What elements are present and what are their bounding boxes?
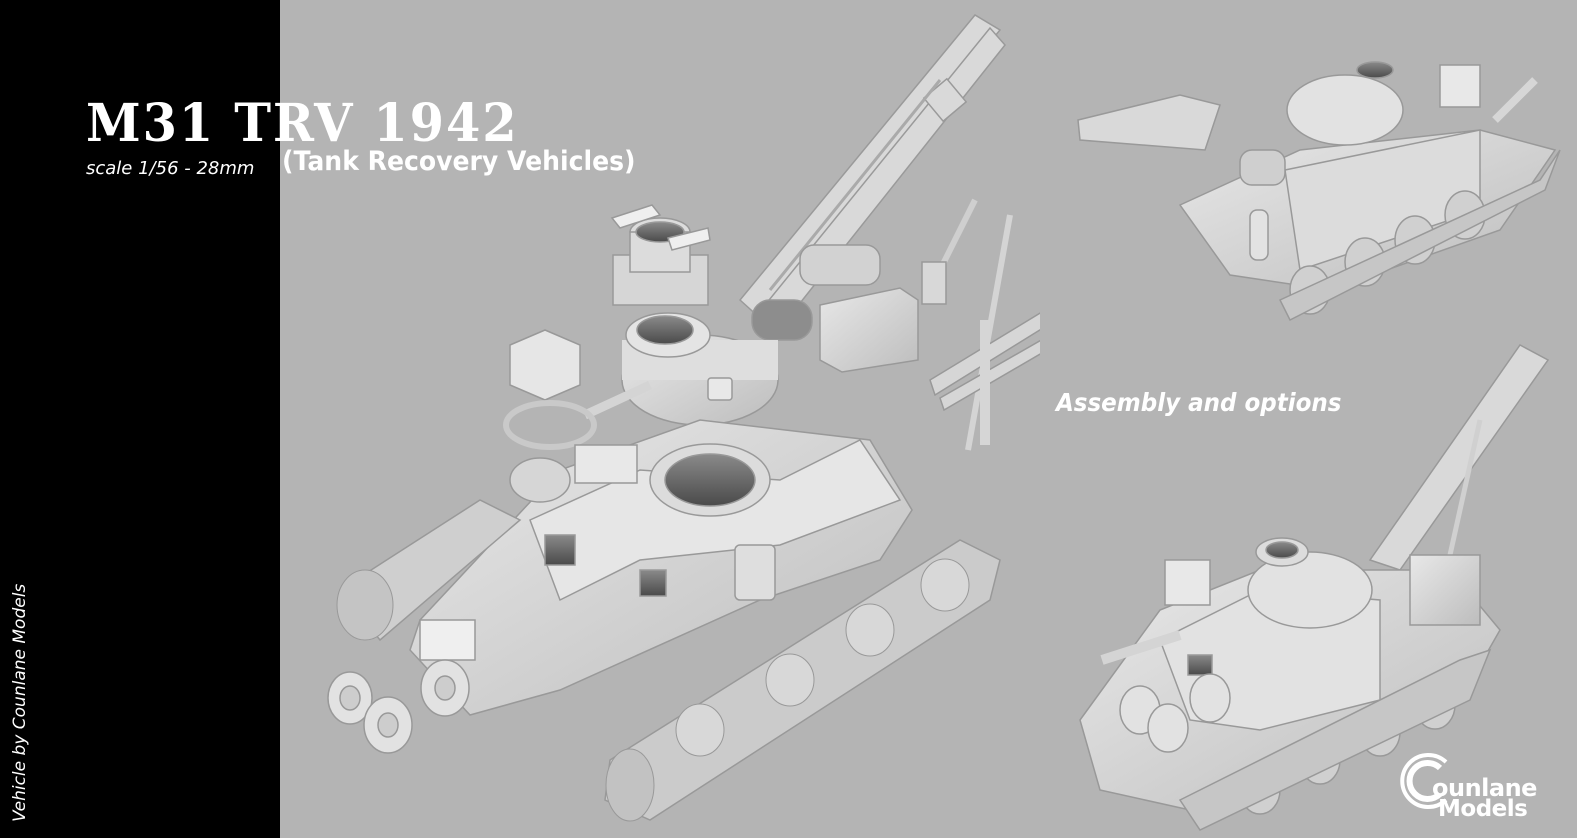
turret <box>1247 551 1373 629</box>
logo-wordmark-line2: Models <box>1438 796 1528 822</box>
track <box>1178 648 1492 831</box>
page-subtitle: (Tank Recovery Vehicles) <box>282 146 636 177</box>
logo-wordmark-line1: ounlane <box>1432 774 1537 802</box>
page-title: M31 TRV 1942 <box>86 93 519 154</box>
counlane-logo: ounlane Models <box>1394 748 1554 830</box>
turret <box>583 312 779 426</box>
tools <box>921 198 1040 451</box>
spare-wheels <box>1119 673 1231 753</box>
scale-label: scale 1/56 - 28mm <box>86 158 255 179</box>
right-track <box>604 539 1001 822</box>
logo-c-icon <box>1400 753 1448 809</box>
turret <box>1286 74 1404 146</box>
front-three-quarter-render <box>1079 344 1550 831</box>
winch-stowage <box>751 244 919 373</box>
exploded-assembly-render <box>327 14 1040 822</box>
left-track <box>336 499 522 642</box>
assembly-caption: Assembly and options <box>1056 388 1342 417</box>
hull <box>342 419 913 716</box>
cupola-part <box>610 204 711 306</box>
tow-cable <box>503 400 597 450</box>
track <box>1278 149 1561 322</box>
rear-three-quarter-render <box>1077 61 1561 322</box>
ammo-box <box>509 329 581 401</box>
crane-boom <box>1368 344 1550 571</box>
sidebar-panel <box>0 0 280 838</box>
vehicle-credit: Vehicle by Counlane Models <box>10 583 30 822</box>
boom-folded <box>1077 94 1221 151</box>
road-wheels <box>327 659 470 754</box>
